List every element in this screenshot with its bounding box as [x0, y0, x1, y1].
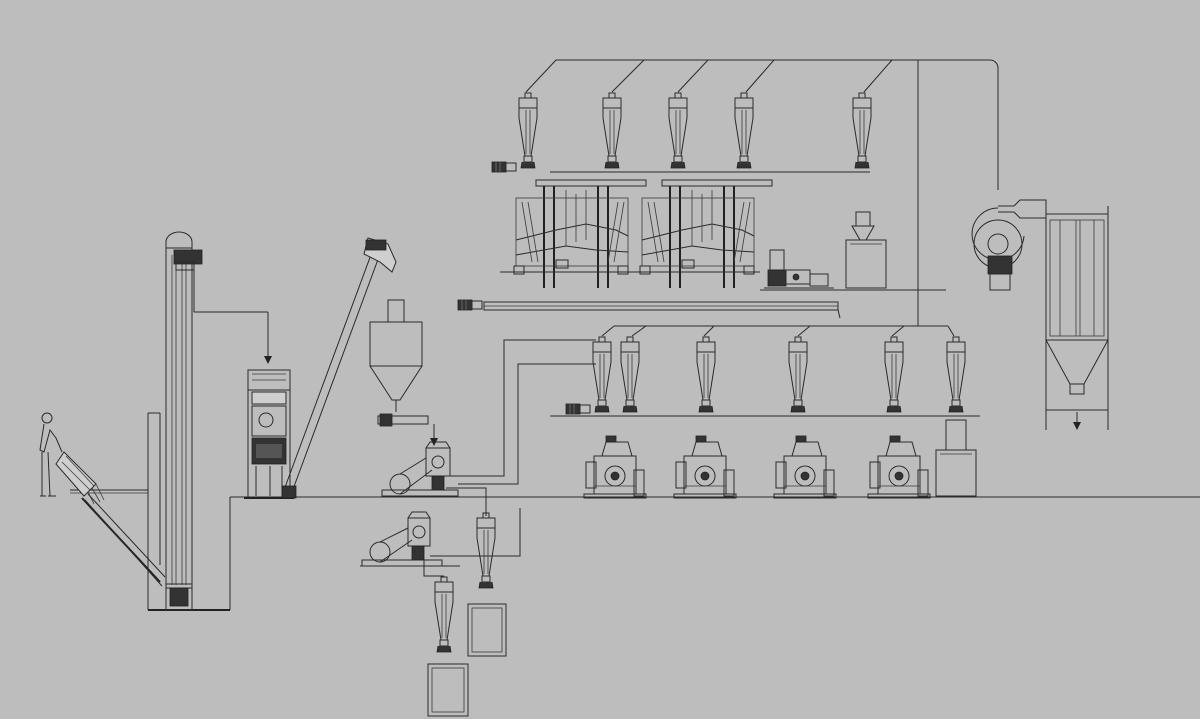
mixer-row — [583, 435, 931, 499]
centrifugal-fan — [971, 199, 1047, 291]
control-unit — [764, 249, 834, 289]
lower-bagging-cyclones — [427, 512, 507, 717]
storage-hopper — [369, 299, 438, 446]
bag-filter-dust-collector — [1045, 206, 1109, 430]
inclined-screw-conveyor — [281, 237, 397, 499]
lower-packing-station — [935, 419, 977, 497]
lower-cyclone-row — [550, 336, 980, 417]
grinder-2 — [361, 511, 443, 567]
upper-packing-station — [845, 211, 887, 289]
cleaning-machine — [244, 369, 294, 499]
intake-chute — [81, 493, 166, 587]
grinder-1 — [381, 441, 459, 497]
grinder-pipes — [423, 339, 596, 577]
upper-platform — [457, 271, 946, 319]
lower-suction-manifold — [601, 325, 955, 337]
operator-figure — [39, 412, 105, 505]
floor-lines — [70, 412, 1200, 611]
upper-suction-manifold — [525, 59, 999, 326]
upper-cyclone-row — [491, 92, 872, 173]
bucket-elevator — [165, 231, 272, 611]
